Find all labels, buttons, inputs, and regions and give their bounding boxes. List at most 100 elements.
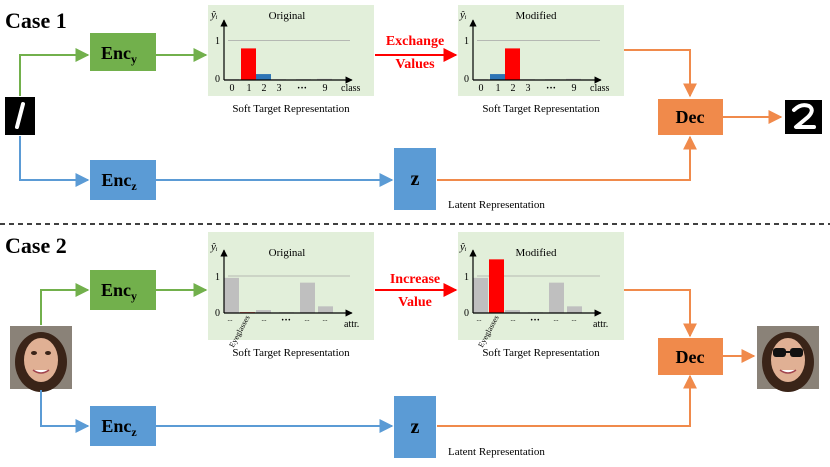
case2-dec-label: Dec bbox=[676, 347, 705, 367]
case2-z-box: z bbox=[394, 396, 436, 458]
case1-original-y-axis-label: ŷᵢ bbox=[210, 9, 218, 21]
case1-arrow-to-encz bbox=[19, 136, 90, 187]
case2-original-x-tick-2: ... bbox=[261, 315, 267, 323]
svg-text:Ency: Ency bbox=[101, 43, 137, 66]
case1-arrow-to-ency bbox=[19, 48, 90, 96]
case2-original-bars bbox=[224, 277, 333, 313]
case1-original-x-tick-4: ··· bbox=[297, 83, 307, 94]
case1-dec-box: Dec bbox=[658, 99, 723, 135]
case2-op-line1: Increase bbox=[390, 272, 440, 287]
case1-dec-label: Dec bbox=[676, 107, 705, 127]
case2-modified-panel: Modified ŷᵢ 0 1 ... Eyeglasses ... ··· .… bbox=[458, 232, 624, 349]
case1-modified-y-tick-1: 1 bbox=[464, 36, 469, 47]
case1-encz-label: Enc bbox=[101, 170, 131, 190]
case2-modified-y-tick-0: 0 bbox=[464, 308, 469, 319]
case1-z-label: z bbox=[411, 168, 420, 190]
case1-encz-box: Encz bbox=[90, 160, 156, 200]
case1-encz-subscript: z bbox=[131, 179, 137, 193]
case2-modified-bar-4 bbox=[549, 282, 564, 313]
case1-original-panel: Original ŷᵢ 0 1 0 1 2 3 ··· 9 class bbox=[208, 5, 374, 96]
case1-modified-x-tick-4: ··· bbox=[546, 83, 556, 94]
case1-arrow-modified-to-dec bbox=[623, 49, 697, 98]
case1-latent-caption: Latent Representation bbox=[448, 199, 545, 211]
case1-original-panel-title: Original bbox=[269, 10, 306, 22]
case2-ency-box: Ency bbox=[90, 270, 156, 310]
case2-original-bar-4 bbox=[300, 282, 315, 313]
case2-latent-caption: Latent Representation bbox=[448, 446, 545, 458]
case1-original-x-axis-label: class bbox=[341, 83, 361, 94]
case2-encz-subscript: z bbox=[131, 425, 137, 439]
case2-modified-x-tick-0: ... bbox=[476, 315, 482, 323]
case2-original-y-axis-label: ŷᵢ bbox=[210, 241, 218, 253]
case2-original-x-tick-3: ··· bbox=[281, 315, 291, 326]
case2-arrow-to-encz bbox=[40, 390, 90, 433]
case2-original-caption: Soft Target Representation bbox=[232, 347, 350, 359]
case1-modified-x-axis-label: class bbox=[590, 83, 610, 94]
svg-text:Ency: Ency bbox=[101, 280, 137, 303]
case1-modified-y-tick-0: 0 bbox=[464, 74, 469, 85]
case2-modified-bar-5 bbox=[567, 306, 582, 313]
case2-original-bar-5 bbox=[318, 306, 333, 313]
case2-original-y-tick-0: 0 bbox=[215, 308, 220, 319]
case1-output-image bbox=[785, 100, 822, 134]
case2-modified-x-tick-4: ... bbox=[553, 315, 559, 323]
svg-text:Encz: Encz bbox=[101, 170, 137, 193]
case1-modified-panel-title: Modified bbox=[516, 10, 557, 22]
case1-original-x-tick-0: 0 bbox=[230, 83, 235, 94]
case1-ency-box: Ency bbox=[90, 33, 156, 71]
case2-original-x-axis-label: attr. bbox=[344, 319, 359, 330]
case1-title: Case 1 bbox=[5, 8, 67, 33]
case1-original-x-tick-2: 2 bbox=[262, 83, 267, 94]
case1-ency-label: Enc bbox=[101, 43, 131, 63]
case2-original-x-tick-4: ... bbox=[304, 315, 310, 323]
case2-ency-label: Enc bbox=[101, 280, 131, 300]
case1-original-bar-1 bbox=[241, 48, 256, 80]
case1-input-image bbox=[5, 97, 35, 135]
case2-encz-label: Enc bbox=[101, 416, 131, 436]
case2-original-panel-title: Original bbox=[269, 247, 306, 259]
case2-op-line2: Value bbox=[398, 295, 432, 310]
case1-modified-x-tick-5: 9 bbox=[572, 83, 577, 94]
case1-original-x-tick-5: 9 bbox=[323, 83, 328, 94]
case2-modified-x-axis-label: attr. bbox=[593, 319, 608, 330]
case2-arrow-modified-to-dec bbox=[623, 289, 697, 338]
case1-original-x-tick-1: 1 bbox=[247, 83, 252, 94]
case1-arrow-z-to-dec bbox=[437, 135, 697, 181]
case1-op-line2: Values bbox=[395, 57, 435, 72]
case2-original-panel: Original ŷᵢ 0 1 ... Eyeglasses ... ··· .… bbox=[208, 232, 374, 349]
case1-original-caption: Soft Target Representation bbox=[232, 103, 350, 115]
case2-modified-x-tick-3: ··· bbox=[530, 315, 540, 326]
case2-original-x-tick-0: ... bbox=[227, 315, 233, 323]
case1-modified-y-axis-label: ŷᵢ bbox=[459, 9, 467, 21]
case2-original-y-tick-1: 1 bbox=[215, 272, 220, 283]
case1-modified-bar-2 bbox=[505, 48, 520, 80]
case2-modified-y-tick-1: 1 bbox=[464, 272, 469, 283]
case2-modified-bar-2 bbox=[505, 310, 520, 313]
case1-modified-x-tick-0: 0 bbox=[479, 83, 484, 94]
case2-modified-bars bbox=[473, 259, 582, 313]
case2-arrow-z-to-dec bbox=[437, 374, 697, 427]
case1-original-bar-2 bbox=[256, 74, 271, 80]
case1-original-x-tick-3: 3 bbox=[277, 83, 282, 94]
case2-modified-y-axis-label: ŷᵢ bbox=[459, 241, 467, 253]
case2-original-bar-2 bbox=[256, 310, 271, 313]
case2-modified-bar-1 bbox=[489, 259, 504, 313]
case2-modified-x-tick-2: ... bbox=[510, 315, 516, 323]
case1-ency-subscript: y bbox=[131, 52, 137, 66]
case2-original-x-tick-5: ... bbox=[322, 315, 328, 323]
case2-input-face-image bbox=[10, 326, 72, 392]
case1-modified-bar-1 bbox=[490, 74, 505, 80]
case2-ency-subscript: y bbox=[131, 289, 137, 303]
case2-arrow-to-ency bbox=[40, 283, 90, 325]
case2-output-face-image bbox=[757, 326, 819, 392]
case2-title: Case 2 bbox=[5, 233, 67, 258]
case2-modified-panel-title: Modified bbox=[516, 247, 557, 259]
case1-modified-x-tick-1: 1 bbox=[496, 83, 501, 94]
case1-modified-panel: Modified ŷᵢ 0 1 0 1 2 3 ··· 9 class bbox=[458, 5, 624, 96]
case1-z-box: z bbox=[394, 148, 436, 210]
case2-z-label: z bbox=[411, 416, 420, 438]
case2-modified-caption: Soft Target Representation bbox=[482, 347, 600, 359]
case1-modified-x-tick-2: 2 bbox=[511, 83, 516, 94]
